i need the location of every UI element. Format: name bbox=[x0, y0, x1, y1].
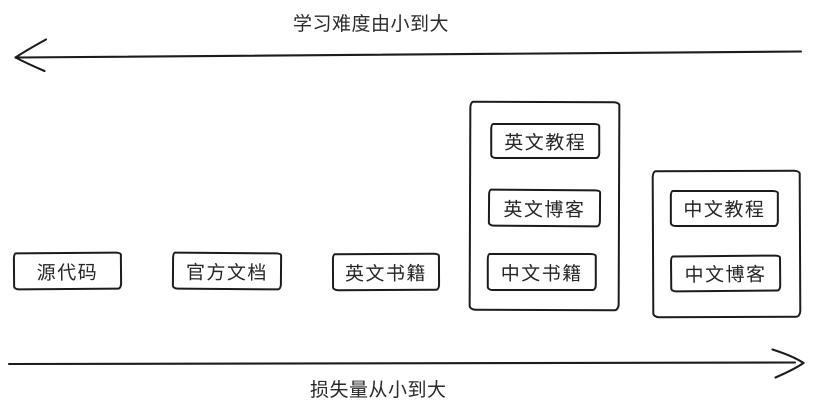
box-chinese-tutorials-label: 中文教程 bbox=[683, 198, 766, 222]
box-source-code-label: 源代码 bbox=[36, 261, 99, 284]
box-chinese-blogs: 中文博客 bbox=[669, 254, 782, 293]
box-english-tutorials: 英文教程 bbox=[490, 122, 601, 160]
box-chinese-blogs-label: 中文博客 bbox=[684, 263, 767, 287]
box-chinese-books: 中文书籍 bbox=[486, 252, 597, 292]
right-arrow bbox=[7, 348, 805, 379]
box-official-docs: 官方文档 bbox=[171, 251, 283, 291]
box-chinese-tutorials: 中文教程 bbox=[669, 189, 779, 228]
box-english-blogs: 英文博客 bbox=[487, 188, 602, 228]
box-english-blogs-label: 英文博客 bbox=[503, 198, 586, 221]
box-official-docs-label: 官方文档 bbox=[185, 261, 269, 284]
box-chinese-books-label: 中文书籍 bbox=[500, 262, 583, 285]
bottom-axis-label: 损失量从小到大 bbox=[310, 379, 447, 401]
box-source-code: 源代码 bbox=[12, 251, 123, 291]
group-chinese: 中文教程 中文博客 bbox=[651, 169, 802, 319]
box-english-books-label: 英文书籍 bbox=[344, 262, 428, 285]
box-english-books: 英文书籍 bbox=[331, 252, 441, 292]
box-english-tutorials-label: 英文教程 bbox=[504, 131, 587, 154]
group-english-and-chinese-books: 英文教程 英文博客 中文书籍 bbox=[468, 100, 621, 312]
left-arrow bbox=[14, 38, 803, 73]
top-axis-label: 学习难度由小到大 bbox=[293, 13, 450, 35]
